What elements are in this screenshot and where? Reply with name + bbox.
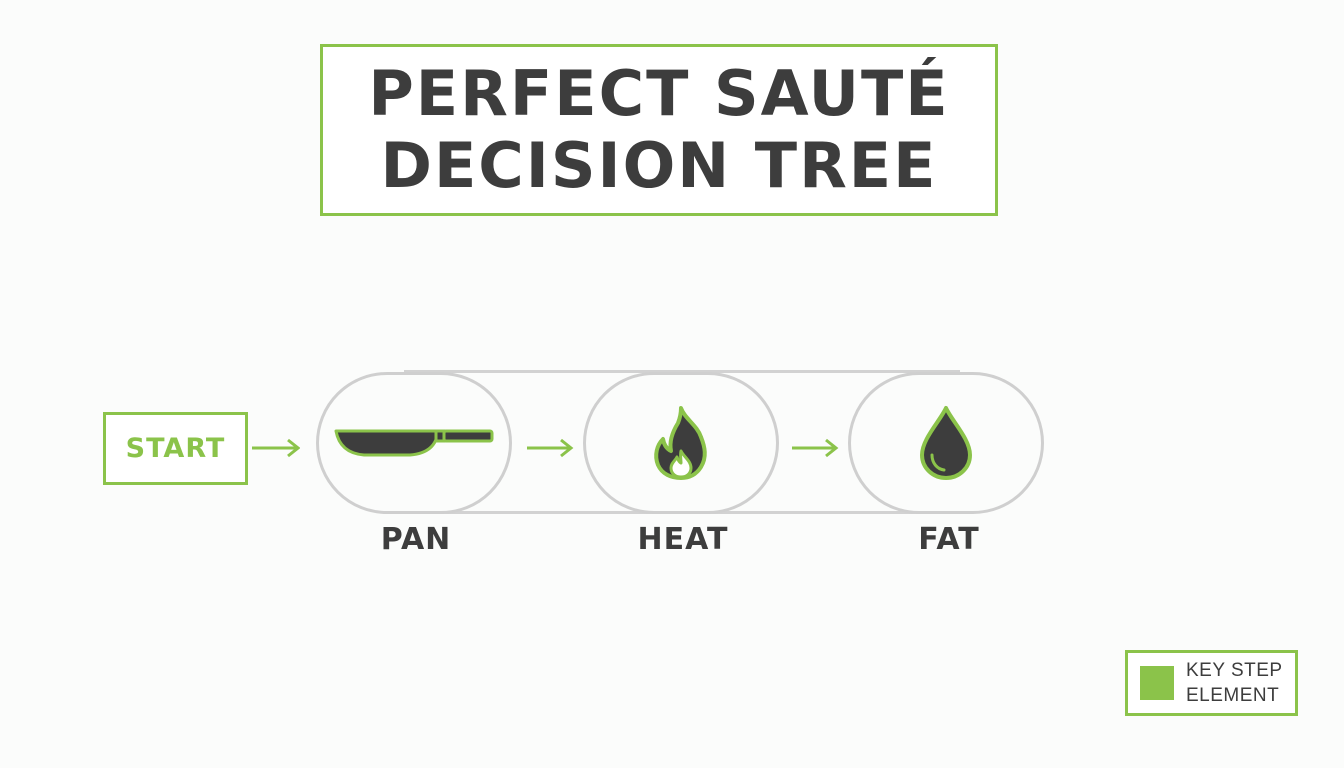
step-label-fat: FAT	[918, 522, 980, 557]
legend-line-2: ELEMENT	[1186, 685, 1280, 706]
step-node-heat	[583, 372, 779, 514]
title-line-2: DECISION TREE	[380, 129, 938, 202]
legend-line-1: KEY STEP	[1186, 660, 1283, 681]
legend: KEY STEP ELEMENT	[1125, 650, 1298, 716]
pan-icon	[334, 429, 494, 457]
arrow-right-icon	[792, 438, 839, 458]
arrow-right-icon	[252, 438, 300, 458]
step-label-heat: HEAT	[637, 522, 729, 557]
start-label: START	[125, 433, 226, 464]
legend-text: KEY STEP ELEMENT	[1186, 658, 1283, 708]
step-node-fat	[848, 372, 1044, 514]
step-node-pan	[316, 372, 512, 514]
arrow-right-icon	[527, 438, 574, 458]
title-line-1: PERFECT SAUTÉ	[368, 57, 950, 130]
legend-swatch	[1140, 666, 1174, 700]
oil-drop-icon	[920, 406, 972, 480]
start-node: START	[103, 412, 248, 485]
flame-icon	[654, 406, 707, 480]
step-label-pan: PAN	[380, 522, 452, 557]
title-box: PERFECT SAUTÉ DECISION TREE	[320, 44, 998, 216]
